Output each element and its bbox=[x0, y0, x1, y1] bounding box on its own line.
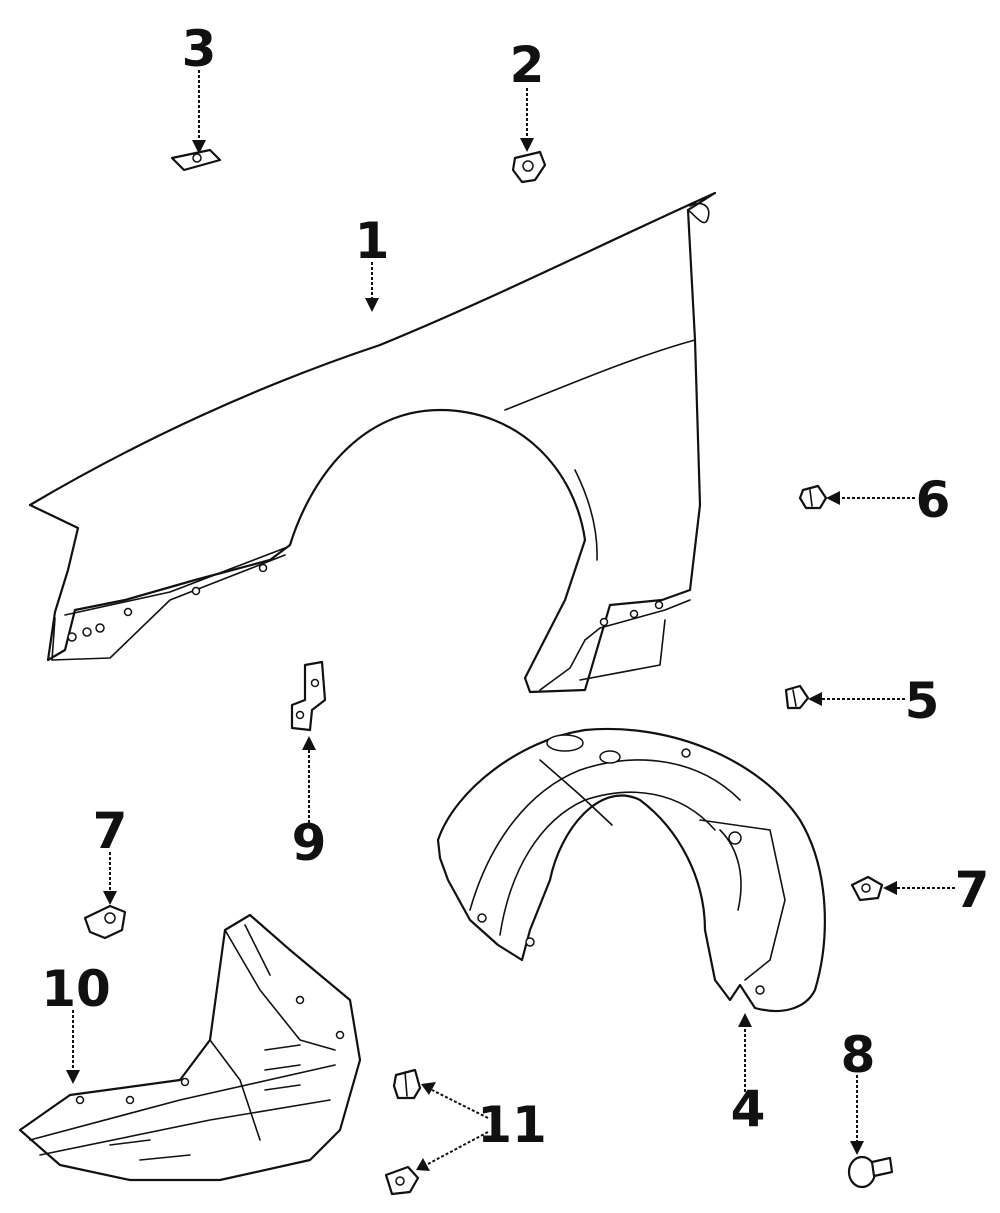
callout-labels: 3 2 1 6 5 9 7 7 10 4 8 11 bbox=[41, 20, 989, 1154]
callout-4: 4 bbox=[731, 1080, 766, 1138]
bracket-9-part[interactable] bbox=[290, 660, 327, 732]
leader-lines bbox=[66, 70, 955, 1171]
callout-2: 2 bbox=[510, 36, 545, 94]
clip-5-part[interactable] bbox=[784, 684, 810, 710]
retainer-7b-part[interactable] bbox=[850, 875, 884, 902]
fender-part[interactable] bbox=[28, 191, 717, 694]
callout-6: 6 bbox=[916, 471, 951, 529]
retainer-7a-part[interactable] bbox=[83, 904, 127, 940]
callout-8: 8 bbox=[841, 1026, 876, 1084]
callout-1: 1 bbox=[355, 212, 390, 270]
clip-6-part[interactable] bbox=[798, 484, 828, 510]
clip-2-part[interactable] bbox=[511, 150, 547, 184]
callout-3: 3 bbox=[182, 20, 217, 78]
callout-7-right: 7 bbox=[955, 861, 990, 919]
callout-11: 11 bbox=[477, 1096, 547, 1154]
nut-plate-3-part[interactable] bbox=[170, 148, 222, 172]
callout-7-left: 7 bbox=[93, 802, 128, 860]
callout-10: 10 bbox=[41, 960, 111, 1018]
splash-shield-10-part[interactable] bbox=[18, 913, 362, 1182]
clip-11b-part[interactable] bbox=[384, 1165, 420, 1196]
push-pin-8-part[interactable] bbox=[847, 1155, 894, 1189]
fender-liner-4-part[interactable] bbox=[436, 727, 826, 1012]
callout-9: 9 bbox=[292, 814, 327, 872]
clip-11a-part[interactable] bbox=[392, 1068, 422, 1100]
callout-5: 5 bbox=[905, 672, 940, 730]
